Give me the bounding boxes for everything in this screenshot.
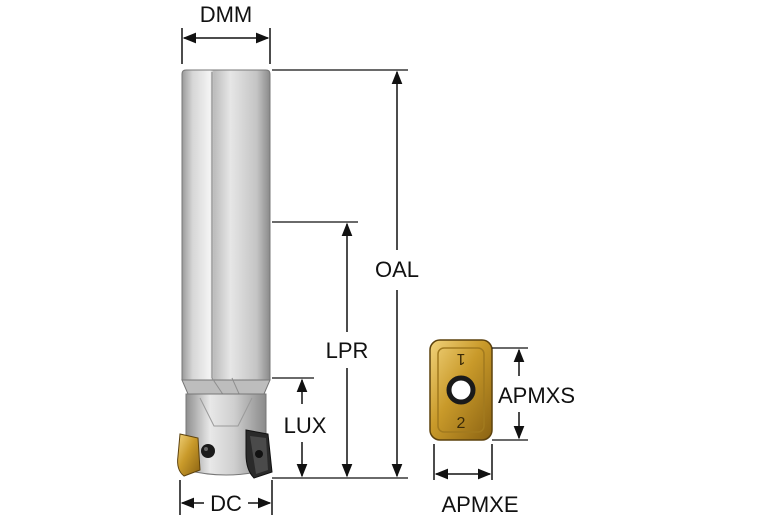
insert-screw-hole <box>446 375 476 405</box>
insert-mark-2: 2 <box>457 415 466 432</box>
oal-label: OAL <box>375 257 419 282</box>
end-mill-tool <box>177 69 273 479</box>
lux-label: LUX <box>284 413 327 438</box>
tool-insert-left <box>177 433 201 477</box>
lpr-label: LPR <box>326 338 369 363</box>
dimension-dc: DC <box>179 480 273 516</box>
dimension-apmxs: APMXS <box>492 347 575 441</box>
tool-neck <box>181 379 271 395</box>
dc-label: DC <box>210 491 242 516</box>
dimension-apmxe: APMXE <box>433 444 519 517</box>
dimension-lux: LUX <box>272 377 327 478</box>
dmm-label: DMM <box>200 2 253 27</box>
dimension-lpr: LPR <box>272 221 369 478</box>
dimension-oal: OAL <box>272 69 419 479</box>
insert-detail: 1 2 <box>429 339 493 441</box>
apmxe-label: APMXE <box>441 492 518 517</box>
clamp-screw <box>201 444 215 458</box>
dimension-dmm: DMM <box>181 2 271 64</box>
tool-shank <box>181 69 271 381</box>
apmxs-label: APMXS <box>498 383 575 408</box>
insert-mark-1: 1 <box>456 350 465 367</box>
